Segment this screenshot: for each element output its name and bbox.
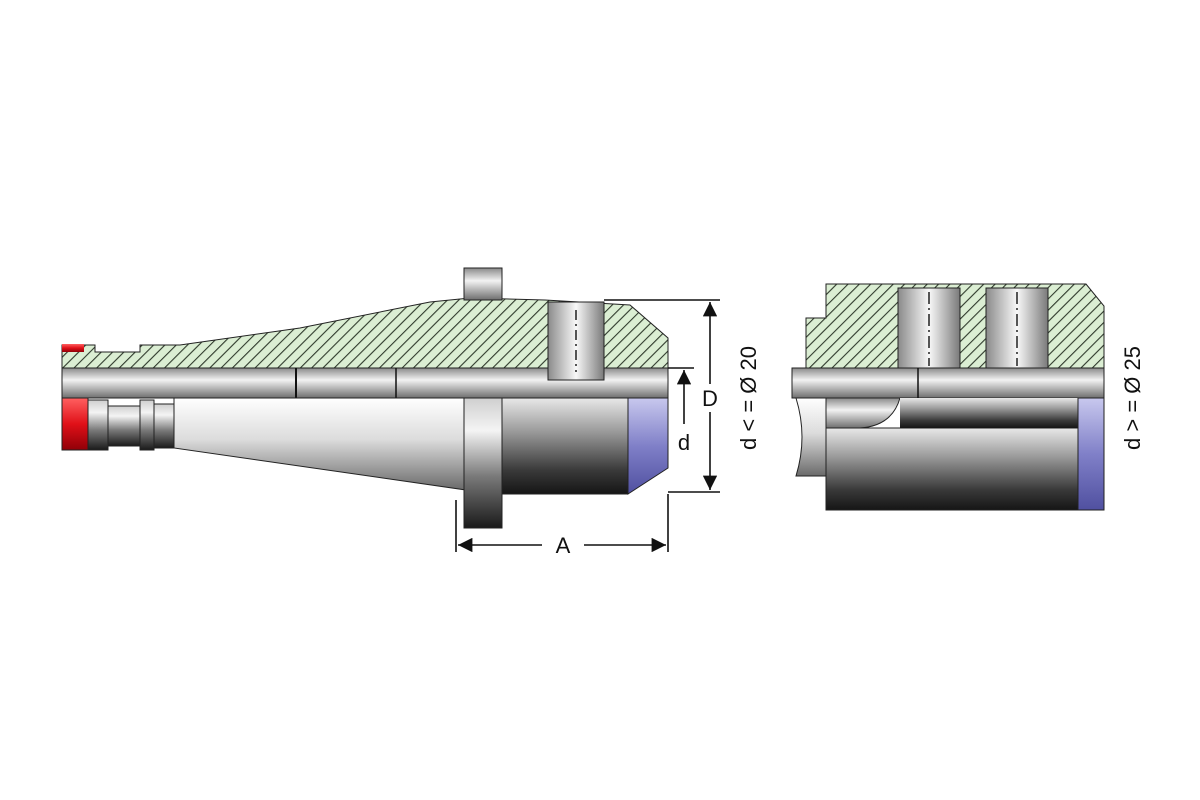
break-edge — [795, 397, 827, 477]
right-front-face — [1077, 397, 1105, 511]
retention-knob — [61, 397, 89, 451]
drive-key — [463, 267, 503, 301]
right-bore-band — [791, 367, 1105, 399]
dim-A-label: A — [556, 533, 571, 558]
stud-collar-2 — [139, 399, 155, 451]
stud-neck-2 — [153, 403, 175, 449]
note-left: d < = Ø 20 — [736, 346, 761, 450]
taper-cone — [173, 397, 467, 491]
right-body — [825, 427, 1079, 511]
front-body — [501, 397, 629, 495]
stud-collar-1 — [87, 399, 109, 451]
flange — [463, 397, 503, 529]
stud-neck — [107, 405, 141, 447]
right-detail: d > = Ø 25 — [791, 283, 1145, 511]
left-dimensions: D d A d < = Ø 20 — [455, 299, 761, 558]
front-face — [627, 397, 669, 495]
dim-D-label: D — [702, 386, 718, 411]
dim-d-label: d — [678, 430, 690, 455]
note-right: d > = Ø 25 — [1120, 346, 1145, 450]
fillet-corner — [825, 397, 901, 429]
retention-cap-top — [62, 344, 84, 352]
right-body-top — [900, 398, 1078, 428]
left-holder — [61, 267, 669, 529]
left-hatched-section — [61, 297, 669, 369]
